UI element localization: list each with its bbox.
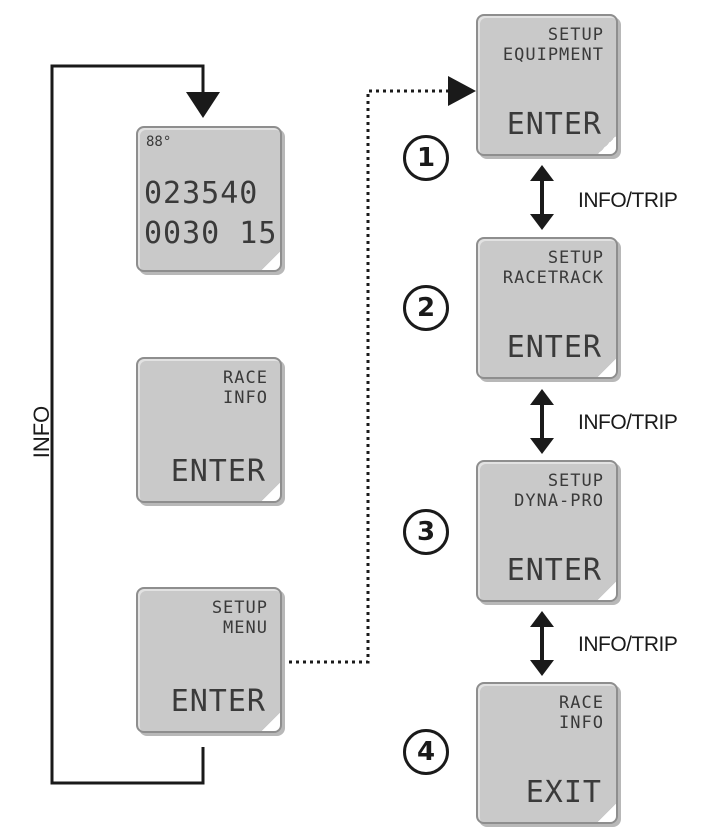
step-number-2: 2 [403, 285, 449, 331]
race-info-exit-screen[interactable]: RACE INFO EXIT [476, 682, 618, 824]
enter-label: ENTER [506, 107, 602, 142]
screen-line-2: INFO [559, 713, 604, 733]
screen-line-1: SETUP [547, 248, 604, 268]
enter-label: ENTER [170, 454, 266, 489]
double-arrow-1 [530, 165, 554, 230]
screen-line-2: MENU [223, 618, 268, 638]
screen-line-1: RACE [223, 368, 268, 388]
screen-line-2: DYNA-PRO [514, 491, 604, 511]
step-number-3: 3 [403, 509, 449, 555]
info-loop-line [50, 64, 205, 785]
temperature-readout: 88° [146, 134, 172, 150]
setup-racetrack-screen[interactable]: SETUP RACETRACK ENTER [476, 237, 618, 379]
odometer-readout: 023540 [144, 176, 259, 211]
screen-line-2: INFO [223, 388, 268, 408]
double-arrow-2 [530, 389, 554, 454]
enter-label: ENTER [506, 553, 602, 588]
screen-line-2: EQUIPMENT [502, 45, 604, 65]
race-info-screen[interactable]: RACE INFO ENTER [136, 357, 282, 503]
exit-label: EXIT [525, 775, 602, 810]
enter-label: ENTER [506, 330, 602, 365]
main-display-screen: 88° 023540 0030 15 [136, 126, 282, 272]
screen-line-1: SETUP [211, 598, 268, 618]
screen-line-1: SETUP [547, 25, 604, 45]
setup-dyna-pro-screen[interactable]: SETUP DYNA-PRO ENTER [476, 460, 618, 602]
screen-line-1: RACE [559, 693, 604, 713]
setup-menu-screen[interactable]: SETUP MENU ENTER [136, 587, 282, 733]
setup-equipment-screen[interactable]: SETUP EQUIPMENT ENTER [476, 14, 618, 156]
step-number-4: 4 [403, 729, 449, 775]
setup-dotted-arrowhead [448, 76, 476, 106]
info-loop-label: INFO [29, 405, 54, 459]
enter-label: ENTER [170, 684, 266, 719]
nav-label-info-trip-3: INFO/TRIP [578, 633, 678, 656]
step-number-1: 1 [403, 135, 449, 181]
screen-line-2: RACETRACK [502, 268, 604, 288]
screen-line-1: SETUP [547, 471, 604, 491]
nav-label-info-trip-1: INFO/TRIP [578, 189, 678, 212]
nav-label-info-trip-2: INFO/TRIP [578, 411, 678, 434]
timer-readout: 0030 15 [144, 216, 278, 251]
double-arrow-3 [530, 611, 554, 676]
info-loop-arrowhead [186, 92, 220, 118]
setup-dotted-link [282, 89, 450, 664]
